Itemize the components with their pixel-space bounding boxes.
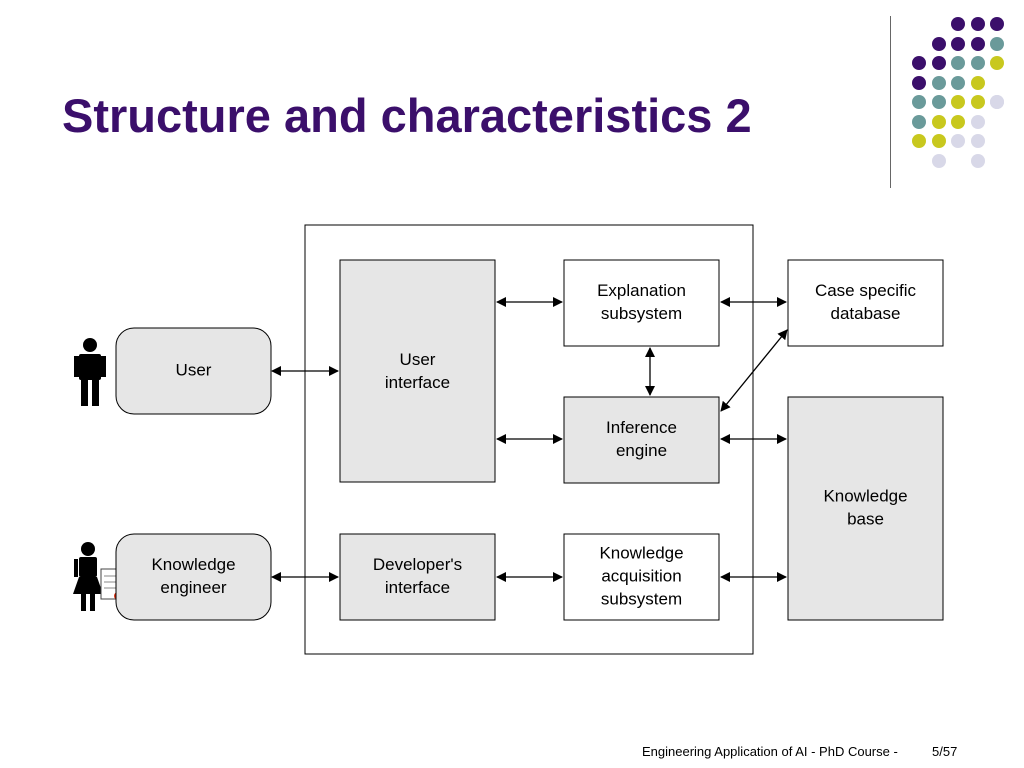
decorative-dot <box>951 17 965 31</box>
decorative-dot <box>931 134 946 148</box>
decorative-dot <box>951 75 965 90</box>
node-user-interface: User interface <box>339 259 496 483</box>
woman-icon <box>73 542 103 611</box>
node-label: User <box>176 360 212 379</box>
decorative-dot <box>970 56 985 70</box>
node-label: interface <box>385 373 450 392</box>
node-label: Knowledge <box>151 555 235 574</box>
decorative-dot <box>912 114 926 129</box>
person-icon <box>74 338 106 406</box>
node-label: subsystem <box>601 589 682 608</box>
decorative-dot <box>931 114 946 129</box>
decorative-dot <box>990 56 1004 70</box>
expert-system-diagram: UserKnowledgeengineerUserinterfaceDevelo… <box>73 224 944 655</box>
footer-course: Engineering Application of AI - PhD Cour… <box>642 744 898 759</box>
decorative-dot <box>931 36 946 51</box>
decorative-dot <box>990 17 1004 31</box>
decorative-dot <box>970 75 985 90</box>
decorative-dot <box>970 17 985 31</box>
decorative-dot <box>951 134 965 148</box>
node-label: Developer's <box>373 555 462 574</box>
decorative-dot <box>970 95 985 109</box>
node-developers-interface: Developer's interface <box>339 533 496 621</box>
decorative-dot <box>990 95 1004 109</box>
node-user: User <box>115 327 272 415</box>
node-knowledge-base: Knowledge base <box>787 396 944 621</box>
slide-title: Structure and characteristics 2 <box>62 89 752 142</box>
decorative-dot <box>912 56 926 70</box>
title-divider <box>890 16 891 188</box>
node-label: Knowledge <box>599 543 683 562</box>
decorative-dot <box>931 56 946 70</box>
edge-inference-engine-to-case-specific-database <box>720 329 788 412</box>
decorative-dot <box>970 153 985 168</box>
node-label: base <box>847 509 884 528</box>
decorative-dot <box>951 114 965 129</box>
decorative-dot <box>912 134 926 148</box>
node-inference-engine: Inference engine <box>563 396 720 484</box>
decorative-dot <box>951 56 965 70</box>
node-label: acquisition <box>601 566 681 585</box>
node-knowledge-acquisition: Knowledge acquisition subsystem <box>563 533 720 621</box>
node-label: interface <box>385 578 450 597</box>
decorative-dot <box>951 95 965 109</box>
node-case-specific-database: Case specific database <box>787 259 944 347</box>
decorative-dot <box>990 36 1004 51</box>
node-knowledge-engineer: Knowledge engineer <box>115 533 272 621</box>
decorative-dot <box>912 95 926 109</box>
node-label: Case specific <box>815 281 917 300</box>
decorative-dot <box>970 134 985 148</box>
footer-page-number: 5/57 <box>932 744 958 759</box>
node-explanation-subsystem: Explanation subsystem <box>563 259 720 347</box>
node-label: User <box>400 350 436 369</box>
node-label: Knowledge <box>823 486 907 505</box>
node-label: engineer <box>160 578 227 597</box>
node-label: Inference <box>606 418 677 437</box>
node-label: Explanation <box>597 281 686 300</box>
node-label: subsystem <box>601 304 682 323</box>
decorative-dot <box>970 114 985 129</box>
decorative-dot <box>912 75 926 90</box>
decorative-dot <box>951 36 965 51</box>
node-label: database <box>831 304 901 323</box>
decorative-dot <box>931 95 946 109</box>
decorative-dot <box>970 36 985 51</box>
decorative-dot <box>931 75 946 90</box>
decorative-dot <box>931 153 946 168</box>
node-label: engine <box>616 441 667 460</box>
